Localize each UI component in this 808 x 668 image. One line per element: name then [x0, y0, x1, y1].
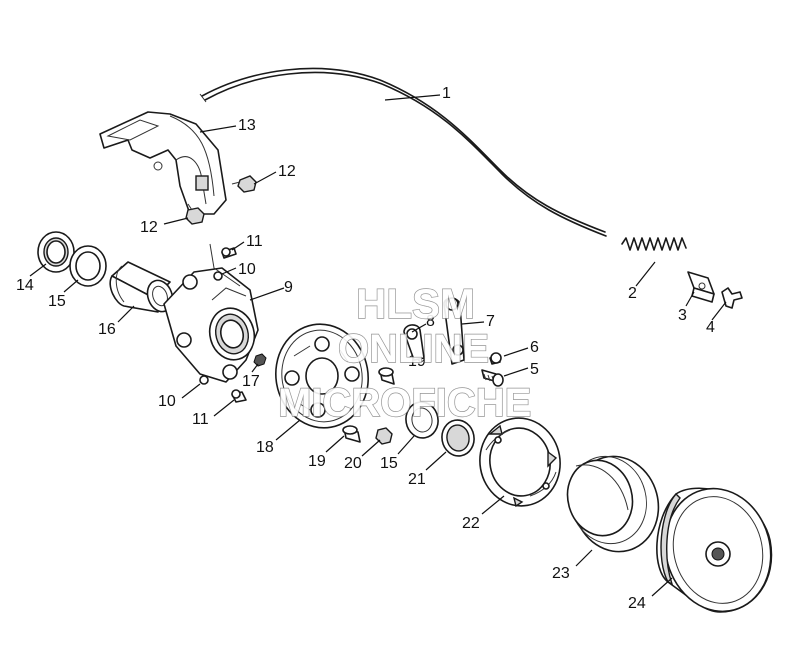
- seal-ring-part: [37, 231, 75, 273]
- brake-cable-part: [199, 67, 607, 237]
- watermark-line-2: ONLINE: [338, 327, 489, 371]
- cam-lever-part: [403, 324, 425, 361]
- adjuster-block-part: [687, 271, 715, 303]
- callout-20: 20: [344, 455, 362, 472]
- brake-shoes-part: [479, 417, 561, 508]
- callout-21: 21: [408, 471, 426, 488]
- callout-13: 13: [238, 117, 256, 134]
- spring-part: [621, 237, 687, 251]
- callout-2: 2: [628, 285, 637, 302]
- callout-5: 5: [530, 361, 539, 378]
- bearing-housing-plate-part: [163, 243, 259, 383]
- callout-14: 14: [16, 277, 34, 294]
- watermark: HLSM ONLINE MICROFICHE: [277, 279, 532, 425]
- callout-11-upper: 11: [246, 233, 263, 250]
- brake-arm-part: [443, 297, 465, 365]
- callout-10-upper: 10: [238, 261, 256, 278]
- callout-3: 3: [678, 307, 687, 324]
- callout-12-upper: 12: [278, 163, 296, 180]
- watermark-line-1: HLSM: [356, 280, 475, 327]
- nut-17-part: [253, 353, 267, 367]
- callout-17: 17: [242, 373, 260, 390]
- callout-12-lower: 12: [140, 219, 158, 236]
- callout-7: 7: [486, 313, 495, 330]
- wing-nut-part: [721, 287, 743, 309]
- bolt-12a-part: [231, 175, 257, 193]
- seal-15a-part: [69, 245, 107, 287]
- seal-15b-part: [405, 401, 439, 439]
- callout-19-lower: 19: [308, 453, 326, 470]
- callout-16: 16: [98, 321, 116, 338]
- callout-15-right: 15: [380, 455, 398, 472]
- callout-1: 1: [442, 85, 451, 102]
- pin-19a-part: [378, 367, 395, 385]
- chain-guard-cover-part: [99, 111, 227, 215]
- callout-9: 9: [284, 279, 293, 296]
- bolt-11a-part: [221, 247, 237, 259]
- pin-6-part: [489, 352, 502, 365]
- callout-10-lower: 10: [158, 393, 176, 410]
- watermark-line-3: MICROFICHE: [278, 381, 531, 425]
- adjusting-bolt-part: [481, 369, 504, 387]
- spacer-ring-part: [441, 419, 475, 457]
- callout-22: 22: [462, 515, 480, 532]
- callout-8: 8: [426, 313, 435, 330]
- washer-10a-part: [213, 271, 223, 281]
- washer-10b-part: [199, 375, 209, 385]
- callout-24: 24: [628, 595, 646, 612]
- callout-15-left: 15: [48, 293, 66, 310]
- brake-drum-hub-part: [656, 487, 773, 613]
- brake-drum-ring-part: [566, 455, 660, 553]
- callout-23: 23: [552, 565, 570, 582]
- callout-11-lower: 11: [192, 411, 209, 428]
- brake-backing-plate-part: [275, 323, 369, 429]
- callout-4: 4: [706, 319, 715, 336]
- bolt-11b-part: [231, 389, 247, 403]
- pin-19b-part: [342, 425, 361, 443]
- callout-6: 6: [530, 339, 539, 356]
- callout-18: 18: [256, 439, 274, 456]
